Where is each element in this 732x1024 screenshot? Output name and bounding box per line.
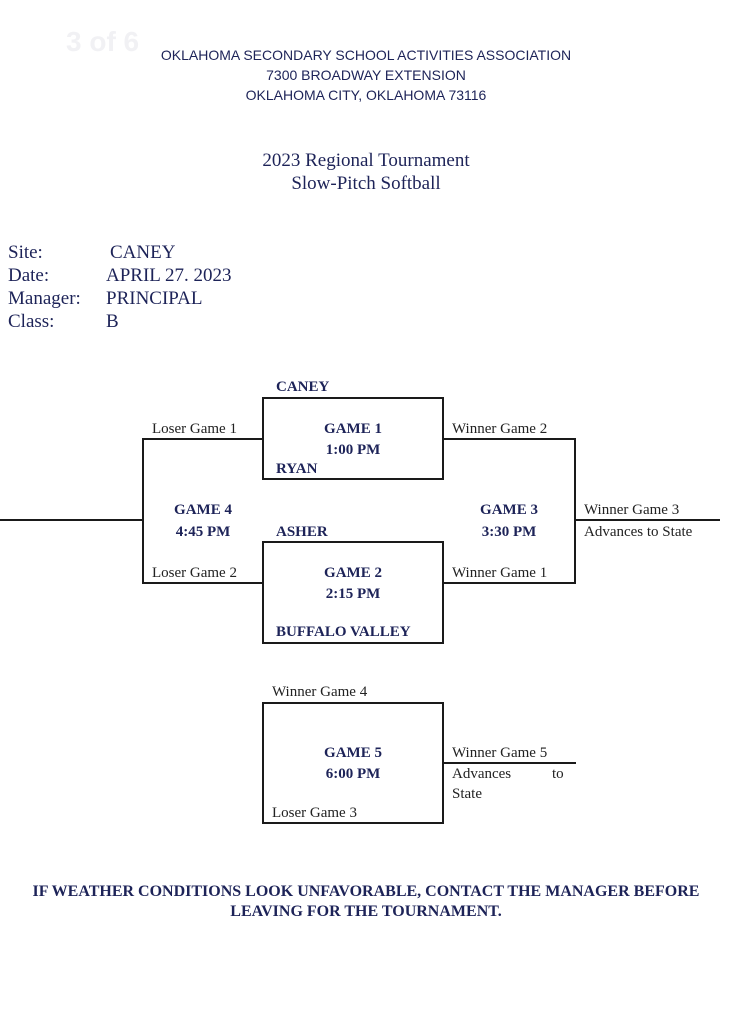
weather-notice-line1: IF WEATHER CONDITIONS LOOK UNFAVORABLE, … xyxy=(32,883,700,900)
weather-notice-line2: LEAVING FOR THE TOURNAMENT. xyxy=(230,903,502,920)
game2-top-line xyxy=(262,541,444,543)
game4-output-line xyxy=(0,519,144,521)
game3-lower-line xyxy=(442,582,576,584)
game3-title: GAME 3 xyxy=(480,502,538,518)
class-label: Class: xyxy=(8,311,55,332)
game4-lower-line xyxy=(142,582,264,584)
tournament-subtitle: Slow-Pitch Softball xyxy=(291,173,441,194)
game2-left-line xyxy=(262,541,264,644)
label-winner-game1: Winner Game 1 xyxy=(452,565,548,581)
game5-title: GAME 5 xyxy=(324,745,382,761)
date-label: Date: xyxy=(8,265,50,286)
label-winner-game3: Winner Game 3 xyxy=(584,502,680,518)
label-winner-game5: Winner Game 5 xyxy=(452,745,548,761)
page-watermark: 3 of 6 xyxy=(66,26,140,57)
org-name: OKLAHOMA SECONDARY SCHOOL ACTIVITIES ASS… xyxy=(160,47,572,63)
game3-vertical-line xyxy=(574,438,576,584)
game4-time: 4:45 PM xyxy=(175,524,231,540)
game1-time: 1:00 PM xyxy=(325,442,381,458)
label-winner-game2: Winner Game 2 xyxy=(452,421,548,437)
class-value: B xyxy=(106,311,119,332)
manager-label: Manager: xyxy=(8,288,81,309)
label-loser-game3: Loser Game 3 xyxy=(272,805,357,821)
team-buffalo-valley: BUFFALO VALLEY xyxy=(276,624,411,640)
team-asher: ASHER xyxy=(276,524,328,540)
game1-title: GAME 1 xyxy=(324,421,382,437)
manager-value: PRINCIPAL xyxy=(106,288,203,309)
label-loser-game2: Loser Game 2 xyxy=(152,565,237,581)
label-state: State xyxy=(452,786,482,802)
game3-upper-line xyxy=(442,438,576,440)
team-caney: CANEY xyxy=(276,379,330,395)
game2-bottom-line xyxy=(262,642,444,644)
org-city: OKLAHOMA CITY, OKLAHOMA 73116 xyxy=(245,87,487,103)
label-loser-game1: Loser Game 1 xyxy=(152,421,237,437)
game1-bottom-line xyxy=(262,478,444,480)
site-label: Site: xyxy=(8,242,43,263)
game3-time: 3:30 PM xyxy=(481,524,537,540)
tournament-title: 2023 Regional Tournament xyxy=(262,150,470,171)
game5-time: 6:00 PM xyxy=(325,766,381,782)
game5-bottom-line xyxy=(262,822,444,824)
game5-output-line xyxy=(442,762,576,764)
date-value: APRIL 27. 2023 xyxy=(106,265,232,286)
label-winner-game4: Winner Game 4 xyxy=(272,684,368,700)
label-advances-to-state: Advances to State xyxy=(584,524,693,540)
game4-upper-line xyxy=(142,438,264,440)
label-advances: Advances xyxy=(452,766,512,782)
game5-left-line xyxy=(262,702,264,824)
game5-top-line xyxy=(262,702,444,704)
site-value: CANEY xyxy=(110,242,176,263)
label-to: to xyxy=(552,766,564,782)
game4-vertical-line xyxy=(142,438,144,584)
game2-title: GAME 2 xyxy=(324,565,382,581)
team-ryan: RYAN xyxy=(276,461,318,477)
game2-time: 2:15 PM xyxy=(325,586,381,602)
game1-top-line xyxy=(262,397,444,399)
game4-title: GAME 4 xyxy=(174,502,232,518)
game2-right-line xyxy=(442,541,444,644)
org-address: 7300 BROADWAY EXTENSION xyxy=(266,67,466,83)
game3-output-line xyxy=(574,519,720,521)
